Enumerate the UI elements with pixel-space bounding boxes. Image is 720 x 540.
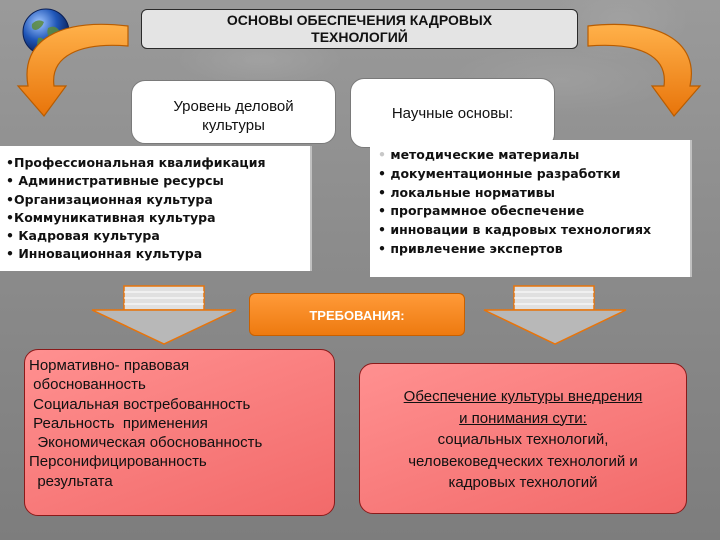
list-item-text: документационные разработки [390, 165, 621, 181]
requirements-label: ТРЕБОВАНИЯ: [249, 293, 465, 336]
list-item: •Организационная культура [6, 191, 213, 207]
list-item: • инновации в кадровых технологиях [378, 221, 690, 240]
list-item: • локальные нормативы [378, 184, 690, 203]
requirement-line: Социальная востребованность [29, 395, 251, 413]
requirements-label-text: ТРЕБОВАНИЯ: [309, 308, 405, 323]
requirement-heading-line: и понимания сути: [459, 409, 587, 427]
bullet-icon: • [378, 147, 386, 162]
requirement-line: кадровых технологий [448, 474, 598, 491]
bullet-icon: • [378, 240, 386, 256]
diagram-title-text: ОСНОВЫ ОБЕСПЕЧЕНИЯ КАДРОВЫХ ТЕХНОЛОГИЙ [226, 12, 493, 45]
curved-arrow-left [16, 23, 129, 117]
requirement-line: Нормативно- правовая [29, 357, 190, 374]
list-item: • документационные разработки [378, 165, 690, 184]
scientific-basis-header: Научные основы: [350, 78, 555, 148]
list-item: •Профессиональная квалификация [6, 155, 266, 170]
list-item-text: программное обеспечение [390, 203, 585, 219]
list-item: • Административные ресурсы [6, 173, 224, 189]
down-arrow-left [91, 285, 237, 345]
requirement-heading-line: Обеспечение культуры внедрения [403, 388, 643, 405]
bullet-icon: • [378, 222, 386, 238]
bullet-icon: • [378, 184, 386, 200]
requirement-line: Экономическая обоснованность [29, 434, 263, 452]
requirement-line: результата [29, 472, 113, 490]
list-item-text: методические материалы [390, 147, 580, 162]
scientific-basis-header-text: Научные основы: [391, 104, 514, 122]
list-item: • Инновационная культура [6, 246, 203, 262]
bullet-icon: • [378, 165, 386, 181]
requirement-line: социальных технологий, [437, 431, 609, 448]
list-item: • программное обеспечение [378, 202, 690, 221]
curved-arrow-right [587, 23, 702, 117]
requirement-line: Персонифицированность [29, 453, 207, 471]
list-item-text: инновации в кадровых технологиях [390, 222, 652, 238]
business-culture-header: Уровень деловой культуры [131, 80, 336, 144]
scientific-basis-list: • методические материалы • документацион… [370, 140, 692, 277]
right-requirements-box: Обеспечение культуры внедрения и пониман… [359, 363, 687, 514]
list-item: •Коммуникативная культура [6, 209, 216, 225]
requirement-line: Реальность применения [29, 414, 208, 432]
left-requirements-box: Нормативно- правовая обоснованность Соци… [24, 349, 335, 516]
list-item-text: локальные нормативы [390, 184, 555, 200]
diagram-title: ОСНОВЫ ОБЕСПЕЧЕНИЯ КАДРОВЫХ ТЕХНОЛОГИЙ [141, 9, 578, 49]
down-arrow-right [483, 285, 627, 345]
list-item: • методические материалы [378, 146, 690, 165]
list-item-text: привлечение экспертов [390, 240, 563, 256]
list-item: • Кадровая культура [6, 228, 160, 244]
business-culture-list: •Профессиональная квалификация • Админис… [0, 146, 312, 271]
business-culture-header-text: Уровень деловой культуры [173, 98, 294, 134]
list-item: • привлечение экспертов [378, 240, 690, 259]
requirement-line: человековедческих технологий и [408, 452, 638, 470]
requirement-line: обоснованность [29, 376, 146, 394]
bullet-icon: • [378, 203, 386, 219]
